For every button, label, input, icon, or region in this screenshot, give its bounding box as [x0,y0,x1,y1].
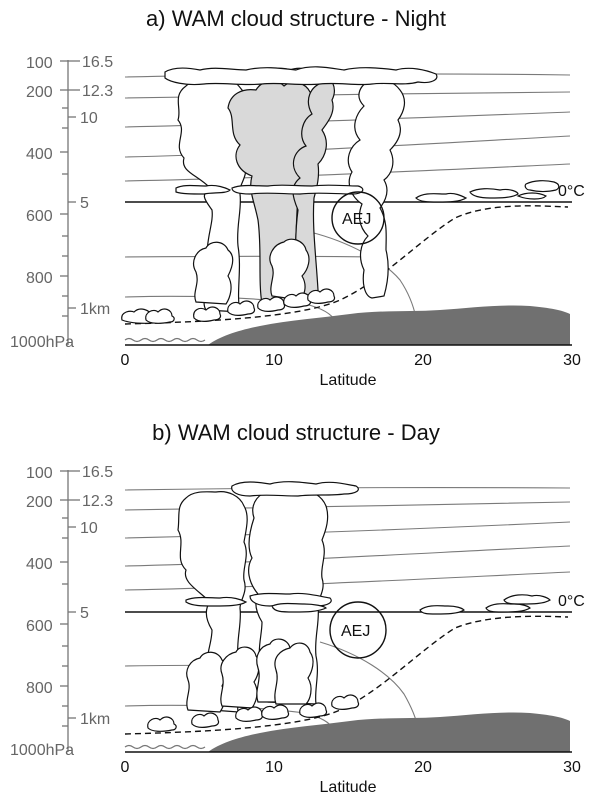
height-tick-16-5: 16.5 [82,54,113,71]
panel-title: b) WAM cloud structure - Day [152,420,440,445]
altostratus-patch [419,605,465,615]
pressure-tick-600: 600 [26,208,53,225]
height-tick-5: 5 [80,605,89,622]
pressure-axis [60,470,69,752]
shallow-cumulus [331,694,360,710]
height-tick-5: 5 [80,195,89,212]
x-axis-label: Latitude [320,779,377,796]
shallow-cumulus [299,702,328,718]
pressure-tick-1000: 1000hPa [10,334,74,351]
aej-circle [331,191,385,245]
shallow-cumulus [283,292,312,308]
altostratus-patch [271,602,328,613]
latitude-tick-0: 0 [121,352,130,369]
height-ticks [68,470,80,719]
shallow-cumulus [257,296,286,312]
height-tick-10: 10 [80,520,98,537]
anvil-cloud [164,66,438,86]
altostratus-patch [249,592,332,607]
x-axis-label: Latitude [320,372,377,389]
height-tick-12-3: 12.3 [82,493,113,510]
height-tick-12-3: 12.3 [82,83,113,100]
sea-surface [124,744,206,750]
altostratus-patch [524,180,560,193]
pressure-tick-1000: 1000hPa [10,742,74,759]
latitude-tick-20: 20 [414,759,432,776]
latitude-tick-10: 10 [265,759,283,776]
aej-label: AEJ [342,211,371,228]
pressure-axis [60,60,69,345]
pressure-tick-200: 200 [26,84,53,101]
altostratus-patch [469,188,519,199]
shallow-cumulus [227,300,256,316]
shallow-cumulus [261,704,290,720]
cumulus-congestus [220,646,260,709]
altostratus-patch [185,596,248,607]
altostratus-patch [503,594,551,605]
pressure-tick-800: 800 [26,680,53,697]
cloud-diagram-day: 100 200 400 600 800 1000hPa 16.5 12.3 10… [10,464,585,796]
convective-clouds [147,481,551,732]
altostratus-patch [175,184,232,195]
sea-surface [124,337,206,343]
cumulus-congestus [193,241,234,305]
terrain [208,712,570,752]
terrain [208,305,570,345]
cumulus-congestus [269,238,310,301]
pressure-tick-800: 800 [26,270,53,287]
height-tick-10: 10 [80,110,98,127]
shallow-cumulus [193,306,222,322]
aej-circle [329,601,387,659]
height-tick-16-5: 16.5 [82,464,113,481]
altostratus-patch [516,192,548,200]
pressure-tick-100: 100 [26,55,53,72]
panel-night: a) WAM cloud structure - Night 100 200 [0,0,592,400]
cloud-diagram-night: 100 200 400 600 800 1000hPa 16.5 12.3 10… [10,54,585,389]
latitude-tick-10: 10 [265,352,283,369]
aej-label: AEJ [341,623,370,640]
shallow-cumulus [191,712,220,728]
latitude-tick-0: 0 [121,759,130,776]
boundary-layer-top [124,615,569,735]
latitude-tick-30: 30 [563,352,581,369]
height-tick-1km: 1km [80,301,110,318]
shallow-cumulus [147,716,177,732]
pressure-tick-600: 600 [26,618,53,635]
altostratus-patch [485,603,531,613]
height-tick-1km: 1km [80,711,110,728]
pressure-tick-100: 100 [26,465,53,482]
pressure-tick-200: 200 [26,494,53,511]
latitude-tick-20: 20 [414,352,432,369]
pressure-tick-400: 400 [26,146,53,163]
pressure-tick-400: 400 [26,556,53,573]
cumulus-congestus [274,642,314,705]
latitude-tick-30: 30 [563,759,581,776]
anvil-cloud [231,481,359,497]
shallow-cumulus [235,706,264,722]
panel-title: a) WAM cloud structure - Night [146,6,446,31]
altostratus-patch [231,184,364,195]
shallow-cumulus [145,308,175,324]
convective-clouds [121,66,560,324]
height-ticks [68,60,80,309]
panel-day: b) WAM cloud structure - Day 100 200 40 [0,410,592,810]
shallow-cumulus [307,288,336,304]
freezing-level-label: 0°C [558,183,585,200]
freezing-level-label: 0°C [558,593,585,610]
altostratus-patch [415,192,468,203]
